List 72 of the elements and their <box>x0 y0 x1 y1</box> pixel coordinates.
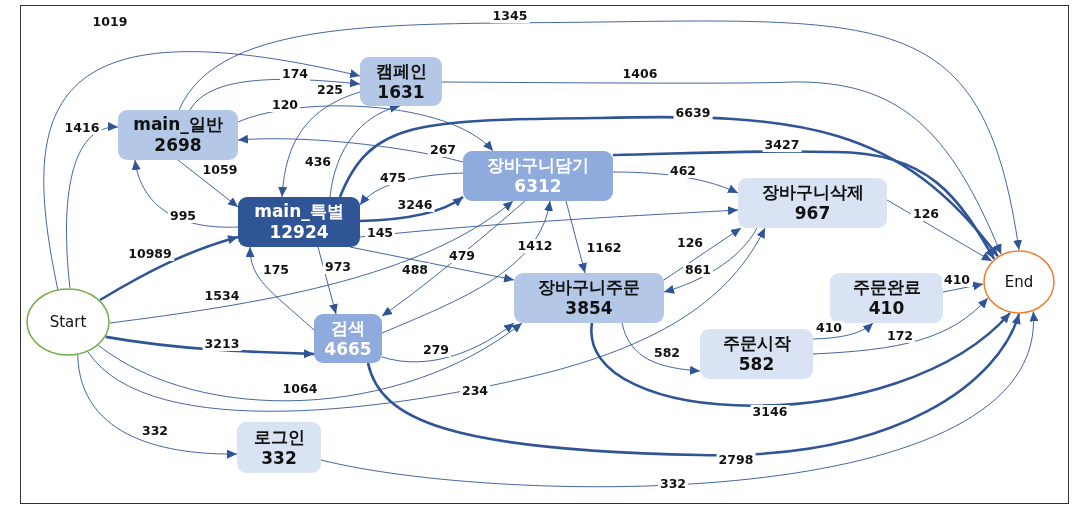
edge-label: 6639 <box>673 106 713 120</box>
edge-label: 1345 <box>490 9 530 23</box>
edge-label: 332 <box>657 477 689 491</box>
edge-label: 1412 <box>515 239 555 253</box>
node-label: 로그인 <box>253 426 305 448</box>
edge-label: 234 <box>459 384 491 398</box>
edge-label: 10989 <box>126 247 174 261</box>
node-label: 장바구니삭제 <box>761 182 864 203</box>
node-count: 3854 <box>565 298 613 319</box>
edge-label: 1059 <box>200 163 240 177</box>
edge-label: 3146 <box>750 405 790 419</box>
process-box <box>738 178 887 228</box>
edge-label: 410 <box>813 321 845 335</box>
edge-label: 126 <box>910 207 942 221</box>
process-box <box>463 151 613 201</box>
edge-label: 1406 <box>620 67 660 81</box>
edge-label: 861 <box>682 263 714 277</box>
node-label: 캠페인 <box>375 60 427 82</box>
node-label: main_특별 <box>254 201 344 222</box>
edge-label: 174 <box>279 67 311 81</box>
edge-label: 145 <box>364 226 396 240</box>
edge-label: 3427 <box>762 138 802 152</box>
node-label: main_일반 <box>133 114 223 135</box>
arrow <box>366 313 1021 457</box>
node-label: 주문완료 <box>852 277 921 298</box>
process-box <box>360 57 442 106</box>
node-label: 장바구니담기 <box>487 155 589 176</box>
node-count: 582 <box>738 354 775 375</box>
node-count: 967 <box>794 203 831 224</box>
process-box <box>238 197 360 247</box>
node-label: End <box>1004 271 1034 293</box>
process-box <box>314 314 382 363</box>
process-box <box>830 273 943 323</box>
process-box <box>700 329 813 379</box>
node-label: Start <box>49 311 87 333</box>
arrow <box>590 312 1011 407</box>
arrow <box>105 335 315 359</box>
node-count: 2698 <box>154 135 202 156</box>
node-label: 장바구니주문 <box>538 277 640 298</box>
edge-label: 488 <box>399 263 431 277</box>
node-count: 410 <box>868 298 905 319</box>
node-label: 검색 <box>331 317 365 339</box>
node-count: 332 <box>261 447 297 469</box>
arrow <box>99 235 239 302</box>
node-count: 4665 <box>324 338 372 360</box>
edge-label: 1534 <box>202 289 242 303</box>
terminal-ellipse <box>983 250 1055 314</box>
edge-label: 1064 <box>280 382 320 396</box>
edge-label: 3213 <box>202 337 242 351</box>
node-label: 주문시작 <box>722 333 791 354</box>
arrow <box>359 195 464 223</box>
edge-label: 2798 <box>716 453 756 467</box>
edge-label: 1416 <box>62 121 102 135</box>
process-box <box>118 110 238 160</box>
process-box <box>237 422 321 473</box>
node-count: 6312 <box>514 176 562 197</box>
edge-label: 279 <box>420 343 452 357</box>
edge-label: 410 <box>941 273 973 287</box>
edge-label: 475 <box>377 171 409 185</box>
node-count: 12924 <box>269 222 329 243</box>
edge-label: 225 <box>314 83 346 97</box>
arrow <box>338 115 999 257</box>
edge-label: 479 <box>446 249 478 263</box>
node-count: 1631 <box>377 81 425 103</box>
terminal-ellipse <box>26 288 110 356</box>
edge-label: 436 <box>302 155 334 169</box>
arrow <box>612 150 996 260</box>
process-box <box>514 273 664 323</box>
edge-label: 3246 <box>395 198 435 212</box>
edge-label: 1162 <box>584 241 624 255</box>
edge-label: 120 <box>269 98 301 112</box>
edge-label: 1019 <box>90 15 130 29</box>
